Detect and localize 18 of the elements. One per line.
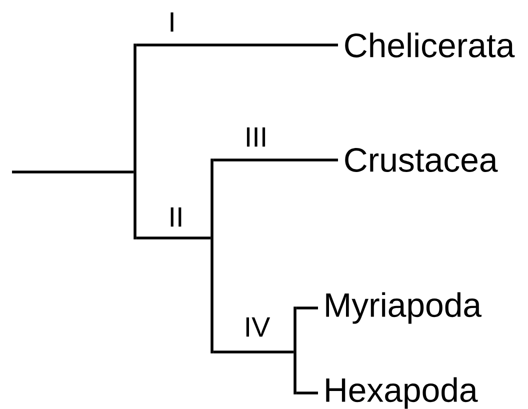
tree-branch xyxy=(296,306,318,310)
taxon-label: Crustacea xyxy=(345,148,498,172)
taxon-label: Hexapoda xyxy=(326,377,478,409)
tree-branch xyxy=(213,158,338,162)
tree-branch xyxy=(296,392,318,394)
tree-branch xyxy=(136,236,211,240)
branch-label: IV xyxy=(246,317,270,337)
tree-junction xyxy=(294,306,296,394)
branch-label: I xyxy=(170,12,174,32)
tree-branch xyxy=(213,350,294,354)
tree-junction xyxy=(134,44,136,240)
tree-branch xyxy=(136,44,338,46)
tree-junction xyxy=(210,158,214,354)
branch-label: II xyxy=(170,207,182,227)
branch-label: III xyxy=(246,127,266,147)
taxon-label: Chelicerata xyxy=(345,32,515,58)
taxon-label: Myriapoda xyxy=(326,292,482,324)
tree-branch xyxy=(12,170,134,174)
